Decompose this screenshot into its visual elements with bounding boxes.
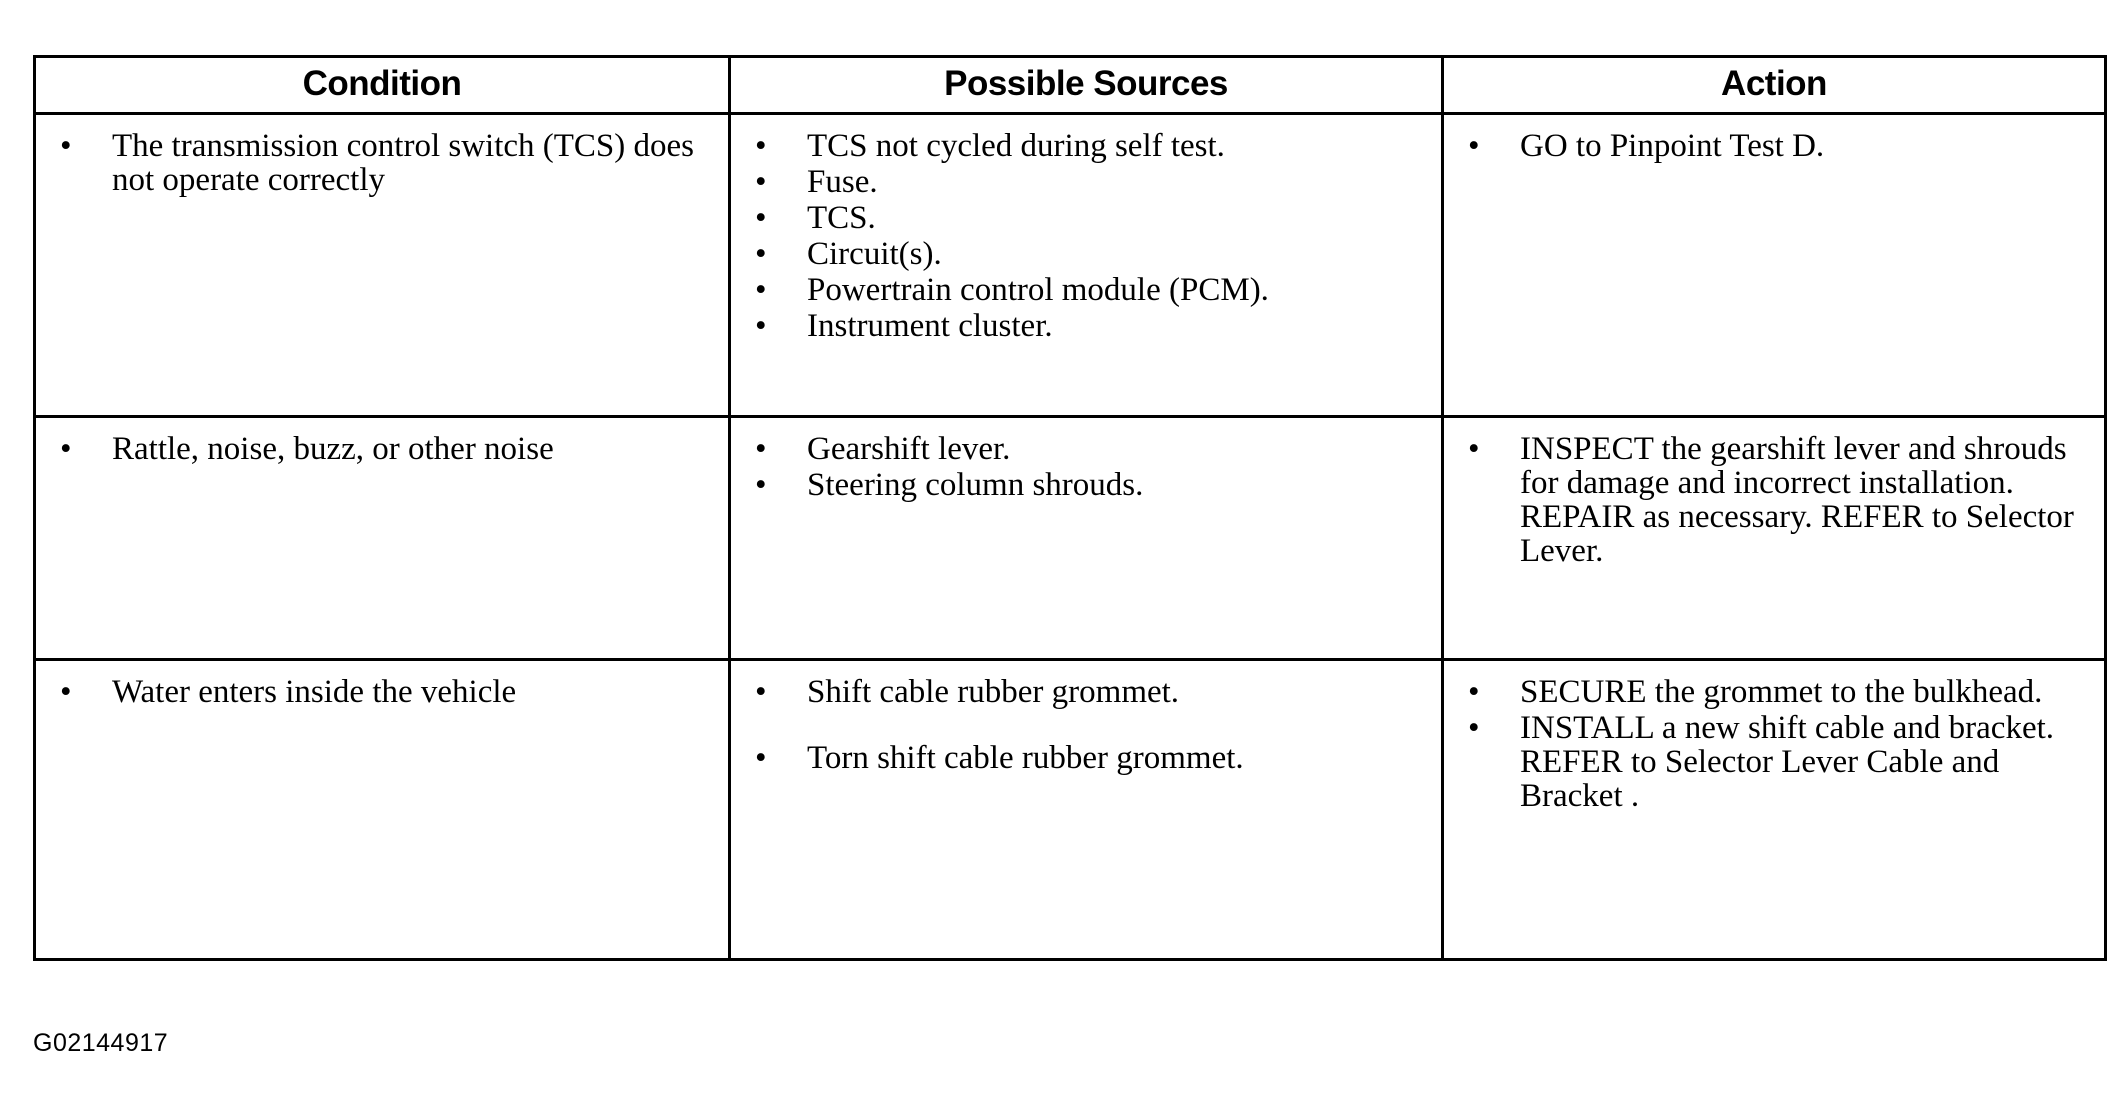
list-item-text: Shift cable rubber grommet. [807, 674, 1180, 710]
list-item: • Shift cable rubber grommet. [745, 675, 1427, 709]
column-header-condition: Condition [33, 55, 731, 115]
list-item-text: Steering column shrouds. [807, 466, 1144, 503]
condition-list: • The transmission control switch (TCS) … [36, 115, 728, 221]
table-row: • Water enters inside the vehicle • Shif… [33, 658, 2107, 961]
cell-possible-sources: • Gearshift lever. • Steering column shr… [728, 415, 1444, 661]
list-item-text: Torn shift cable rubber grommet. [807, 739, 1244, 776]
bullet-icon: • [755, 431, 767, 467]
bullet-icon: • [1468, 128, 1480, 164]
bullet-icon: • [755, 307, 767, 344]
list-item-text: Water enters inside the vehicle [112, 674, 517, 710]
bullet-icon: • [1468, 431, 1480, 467]
possible-sources-list: • Gearshift lever. • Steering column shr… [731, 418, 1441, 526]
bullet-icon: • [60, 128, 72, 164]
bullet-icon: • [60, 674, 72, 710]
bullet-icon: • [755, 128, 767, 164]
possible-sources-list: • TCS not cycled during self test. • Fus… [731, 115, 1441, 367]
list-item-text: Powertrain control module (PCM). [807, 271, 1269, 308]
column-header-action: Action [1441, 55, 2107, 115]
cell-action: • GO to Pinpoint Test D. [1441, 112, 2107, 418]
cell-condition: • Rattle, noise, buzz, or other noise [33, 415, 731, 661]
list-item-text: GO to Pinpoint Test D. [1520, 128, 1825, 164]
table-body: • The transmission control switch (TCS) … [33, 112, 2107, 961]
bullet-icon: • [755, 199, 767, 236]
bullet-icon: • [1468, 674, 1480, 710]
cell-possible-sources: • TCS not cycled during self test. • Fus… [728, 112, 1444, 418]
list-item-text: Circuit(s). [807, 235, 942, 272]
list-item: • Powertrain control module (PCM). [745, 273, 1427, 307]
list-item: • Fuse. [745, 165, 1427, 199]
list-item: • INSTALL a new shift cable and bracket.… [1458, 711, 2090, 813]
list-item-text: INSTALL a new shift cable and bracket. R… [1520, 709, 2055, 814]
list-item: • The transmission control switch (TCS) … [50, 129, 714, 197]
bullet-icon: • [755, 271, 767, 308]
bullet-icon: • [60, 431, 72, 467]
list-item-text: Rattle, noise, buzz, or other noise [112, 431, 554, 467]
action-list: • INSPECT the gearshift lever and shroud… [1444, 418, 2104, 592]
bullet-icon: • [755, 739, 767, 776]
list-item-text: Gearshift lever. [807, 431, 1011, 467]
list-item: • Circuit(s). [745, 237, 1427, 271]
list-item: • Torn shift cable rubber grommet. [745, 741, 1427, 775]
list-item: • TCS. [745, 201, 1427, 235]
list-item: • Instrument cluster. [745, 309, 1427, 343]
list-item: • SECURE the grommet to the bulkhead. [1458, 675, 2090, 709]
cell-condition: • The transmission control switch (TCS) … [33, 112, 731, 418]
table-row: • Rattle, noise, buzz, or other noise • … [33, 415, 2107, 661]
list-item: • Gearshift lever. [745, 432, 1427, 466]
figure-id-caption: G02144917 [33, 1029, 169, 1057]
cell-action: • INSPECT the gearshift lever and shroud… [1441, 415, 2107, 661]
list-item-text: TCS. [807, 199, 876, 236]
cell-condition: • Water enters inside the vehicle [33, 658, 731, 961]
table-row: • The transmission control switch (TCS) … [33, 112, 2107, 418]
condition-list: • Water enters inside the vehicle [36, 661, 728, 733]
list-item-text: TCS not cycled during self test. [807, 128, 1225, 164]
column-header-possible-sources: Possible Sources [728, 55, 1444, 115]
action-list: • GO to Pinpoint Test D. [1444, 115, 2104, 187]
list-item: • Water enters inside the vehicle [50, 675, 714, 709]
list-item: • GO to Pinpoint Test D. [1458, 129, 2090, 163]
diagnostic-table: Condition Possible Sources Action • The … [33, 55, 2107, 961]
list-item: • TCS not cycled during self test. [745, 129, 1427, 163]
list-item-text: The transmission control switch (TCS) do… [112, 128, 695, 198]
bullet-icon: • [1468, 709, 1480, 746]
action-list: • SECURE the grommet to the bulkhead. • … [1444, 661, 2104, 837]
list-item-text: INSPECT the gearshift lever and shrouds … [1520, 431, 2074, 569]
bullet-icon: • [755, 235, 767, 272]
list-item-text: Instrument cluster. [807, 307, 1053, 344]
possible-sources-list: • Shift cable rubber grommet. • Torn shi… [731, 661, 1441, 797]
condition-list: • Rattle, noise, buzz, or other noise [36, 418, 728, 490]
bullet-icon: • [755, 163, 767, 200]
list-item: • INSPECT the gearshift lever and shroud… [1458, 432, 2090, 568]
table-header-row: Condition Possible Sources Action [33, 55, 2107, 115]
cell-possible-sources: • Shift cable rubber grommet. • Torn shi… [728, 658, 1444, 961]
list-item: • Rattle, noise, buzz, or other noise [50, 432, 714, 466]
table-header: Condition Possible Sources Action [33, 55, 2107, 115]
bullet-icon: • [755, 466, 767, 503]
list-item-text: SECURE the grommet to the bulkhead. [1520, 674, 2043, 710]
bullet-icon: • [755, 674, 767, 710]
list-item-text: Fuse. [807, 163, 878, 200]
list-item: • Steering column shrouds. [745, 468, 1427, 502]
cell-action: • SECURE the grommet to the bulkhead. • … [1441, 658, 2107, 961]
